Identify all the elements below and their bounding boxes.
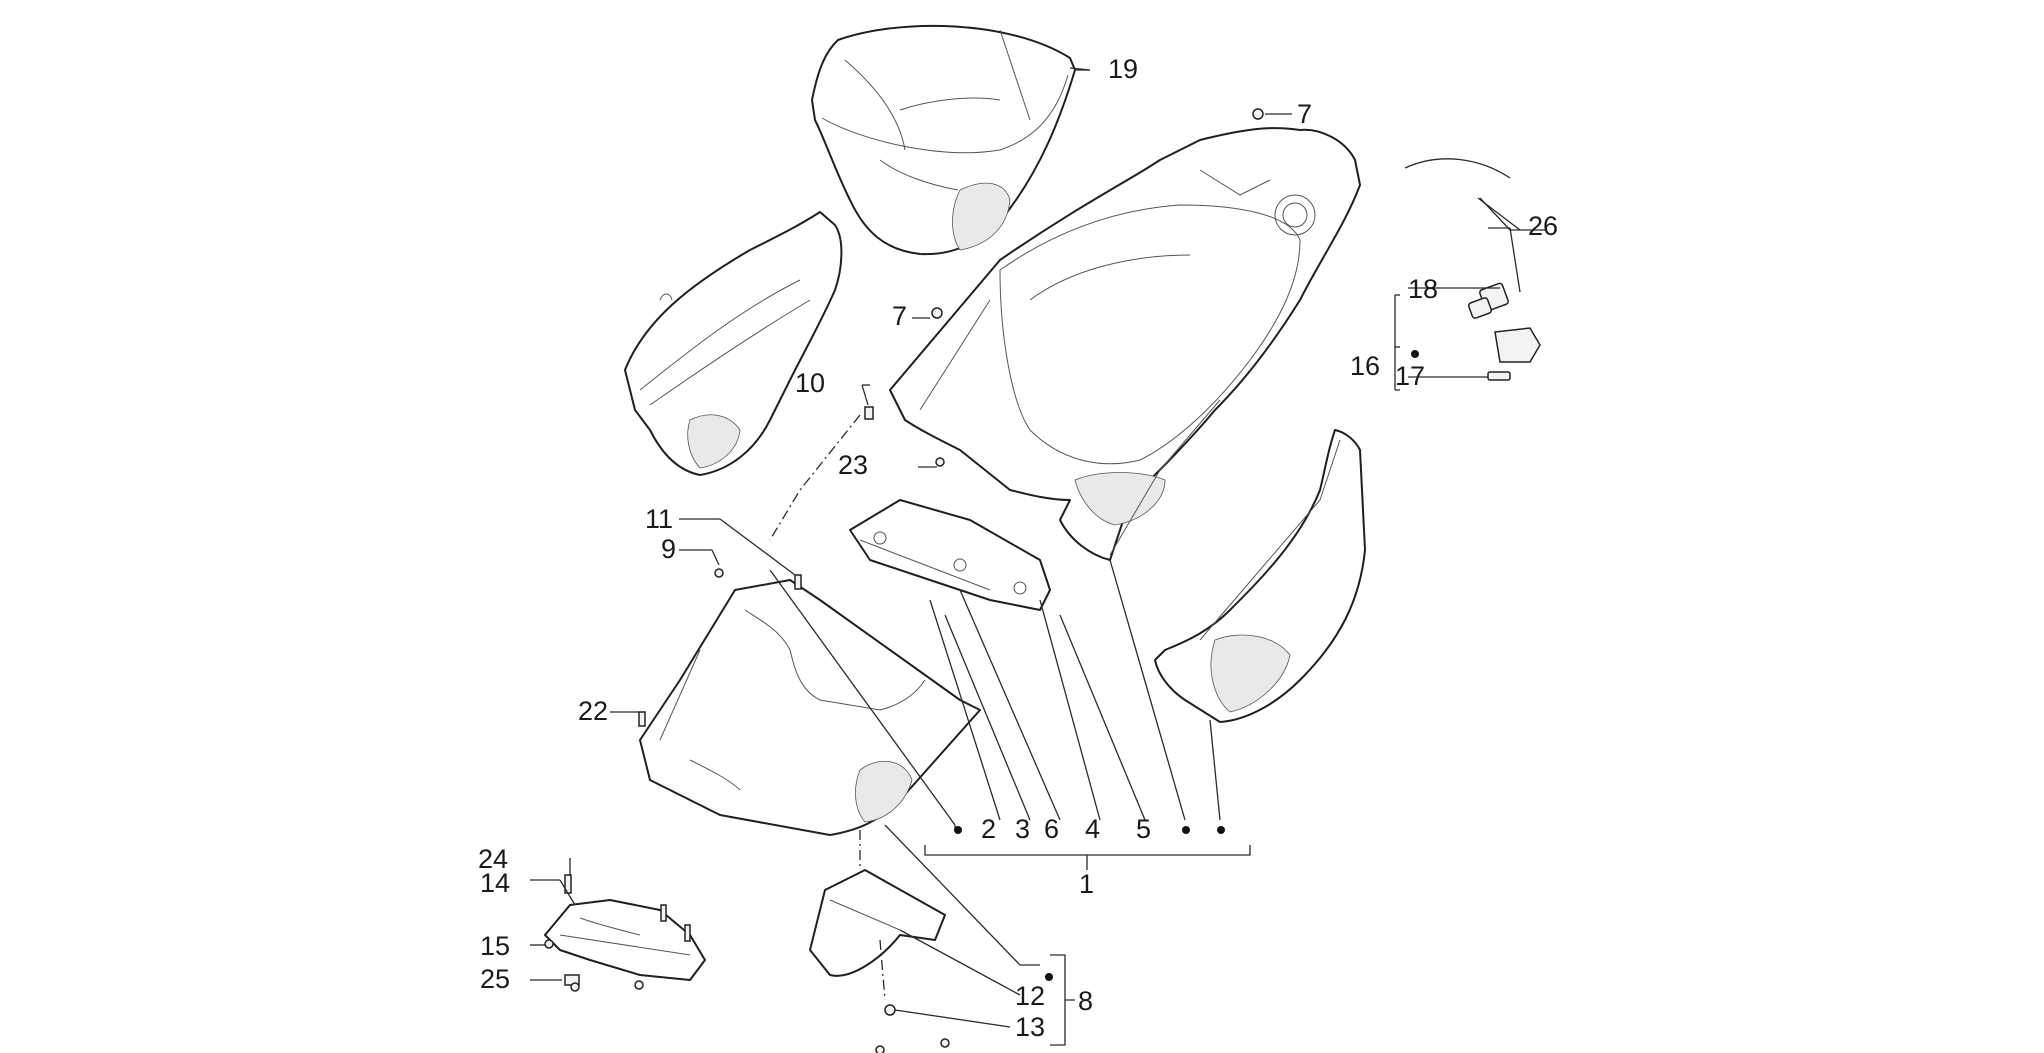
callout-26: 26 (1528, 211, 1558, 241)
callout-3: 3 (1015, 814, 1030, 844)
alignment-line-left (769, 414, 861, 541)
callout-7-top: 7 (1297, 99, 1312, 129)
part-underseat-compartment (889, 127, 1361, 561)
assembly-dots (954, 350, 1419, 981)
callout-15: 15 (480, 931, 510, 961)
callout-25: 25 (480, 964, 510, 994)
callout-13: 13 (1015, 1012, 1045, 1042)
part-helmet-liner (811, 24, 1076, 256)
callout-12: 12 (1015, 981, 1045, 1011)
callout-9: 9 (661, 534, 676, 564)
alignment-line-plate (859, 830, 886, 1001)
callout-11: 11 (645, 504, 673, 534)
callout-2: 2 (981, 814, 996, 844)
part-switch (1487, 327, 1541, 381)
bracket-group-1 (924, 845, 1251, 870)
callout-18: 18 (1408, 274, 1438, 304)
part-lower-fairing (639, 579, 981, 836)
callout-24: 24 (478, 844, 508, 874)
part-wire (1404, 158, 1511, 179)
part-socket (1467, 282, 1509, 319)
callout-7-mid: 7 (892, 301, 907, 331)
callout-14: 14 (480, 868, 510, 898)
callout-1: 1 (1079, 869, 1094, 899)
callout-10: 10 (795, 368, 825, 398)
callout-23: 23 (838, 450, 868, 480)
leader-lines (530, 67, 1545, 1028)
callout-6: 6 (1044, 814, 1059, 844)
callout-4: 4 (1085, 814, 1100, 844)
bracket-group-8 (1050, 954, 1075, 1046)
callout-22: 22 (578, 696, 608, 726)
callout-8: 8 (1078, 986, 1093, 1016)
callout-17: 17 (1395, 361, 1425, 391)
part-right-side-panel (1154, 429, 1366, 723)
part-plate (809, 869, 946, 977)
hardware-fasteners (544, 108, 1264, 1053)
callout-19: 19 (1108, 54, 1138, 84)
callout-labels: 19 7 26 18 16 17 7 10 23 11 9 22 2 3 6 4… (478, 54, 1558, 1042)
callout-16: 16 (1350, 351, 1380, 381)
part-rear-bracket (544, 899, 706, 981)
callout-5: 5 (1136, 814, 1151, 844)
part-cross-brace (849, 499, 1051, 611)
part-left-side-panel (624, 211, 843, 476)
